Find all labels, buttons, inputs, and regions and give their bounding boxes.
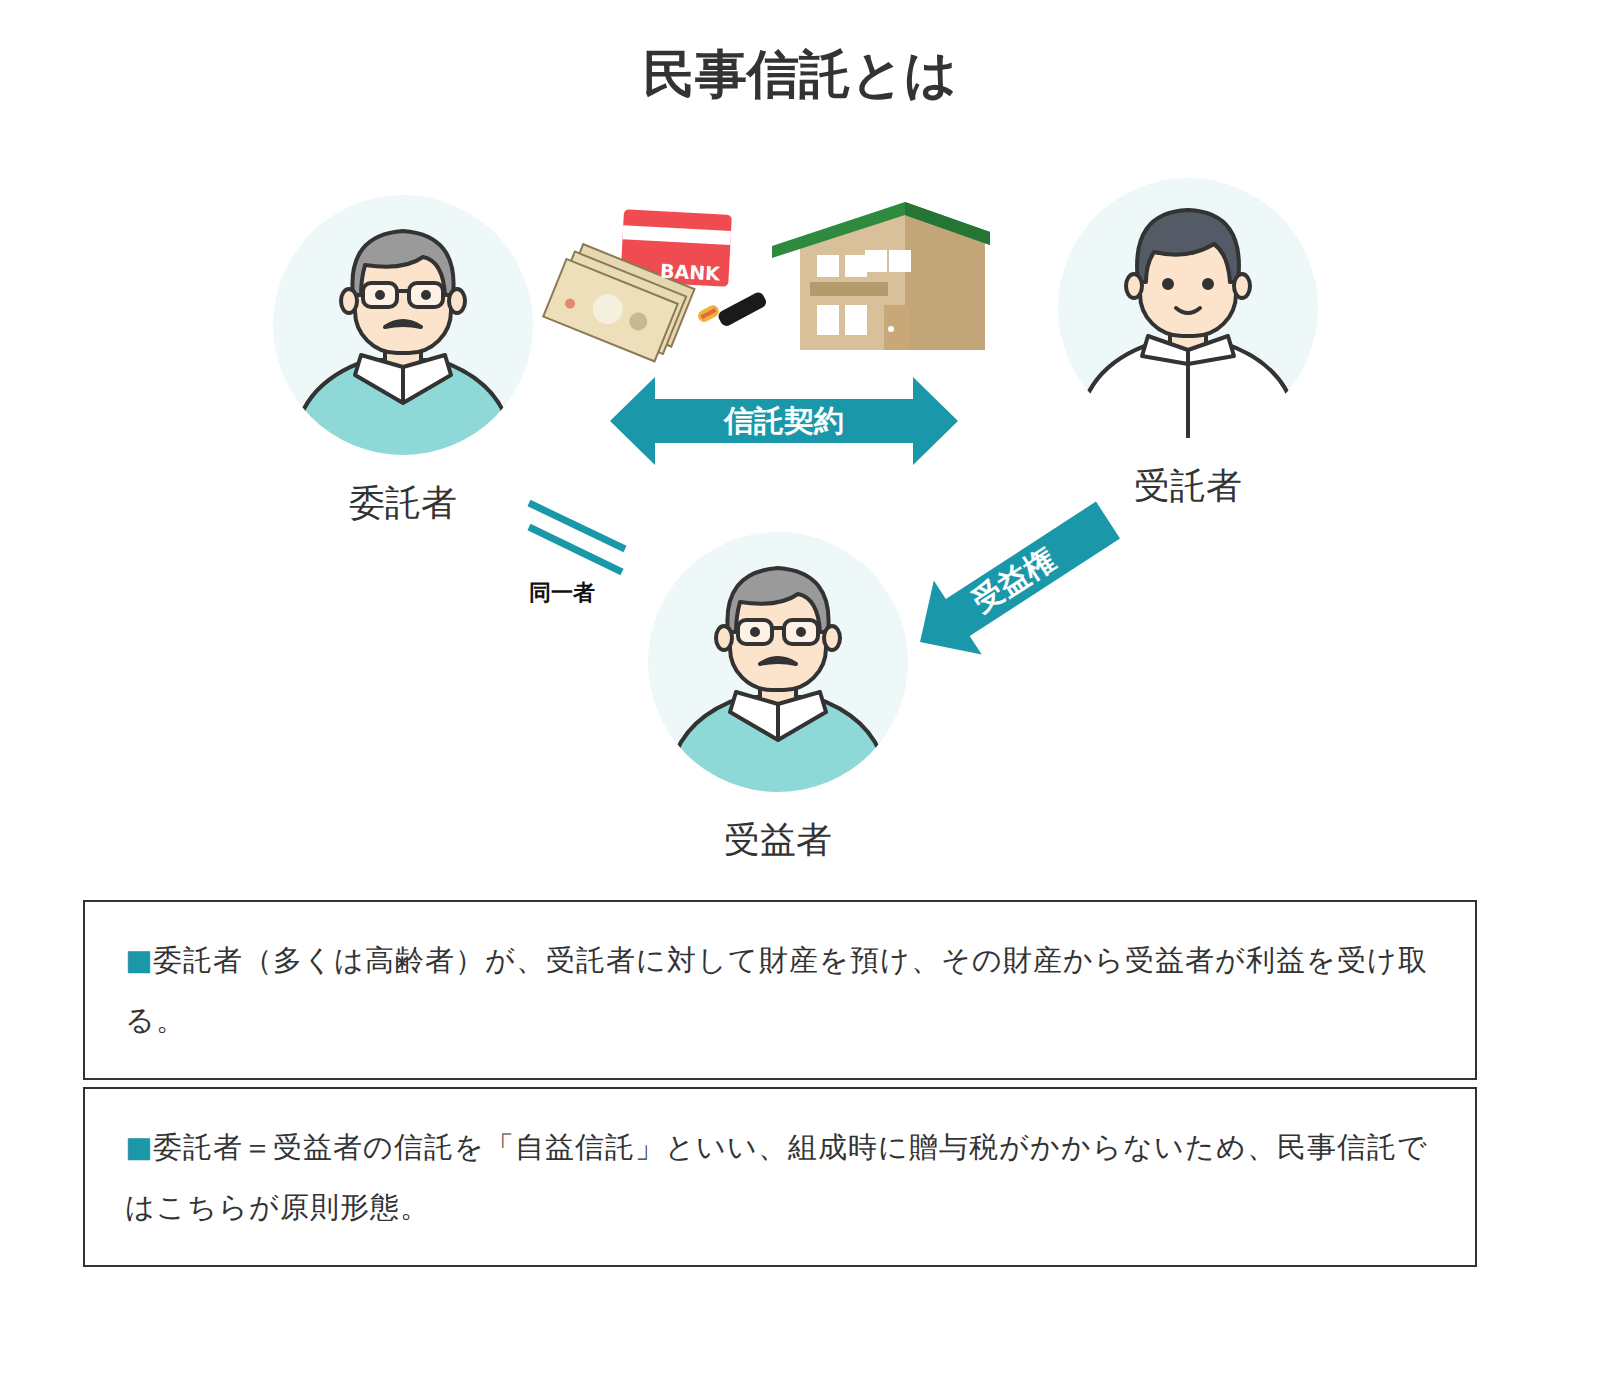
person-node: 受益者 xyxy=(648,532,908,865)
note-box: ■委託者＝受益者の信託を「自益信託」といい、組成時に贈与税がかからないため、民事… xyxy=(83,1087,1477,1267)
same-person-label: 同一者 xyxy=(529,578,595,608)
role-label: 受益者 xyxy=(648,816,908,865)
equal-mark xyxy=(529,503,625,549)
thick-arrow xyxy=(920,502,1120,655)
person-node: 委託者 xyxy=(273,195,533,528)
title: 民事信託とは xyxy=(0,40,1600,110)
note-box: ■委託者（多くは高齢者）が、受託者に対して財産を預け、その財産から受益者が利益を… xyxy=(83,900,1477,1080)
equal-mark xyxy=(529,527,622,572)
house xyxy=(772,202,990,350)
thick-arrow xyxy=(610,377,958,465)
note-text: ■委託者（多くは高齢者）が、受託者に対して財産を預け、その財産から受益者が利益を… xyxy=(125,930,1435,1050)
note-text: ■委託者＝受益者の信託を「自益信託」といい、組成時に贈与税がかからないため、民事… xyxy=(125,1117,1435,1237)
person-node: 受託者 xyxy=(1058,178,1318,511)
arrow-label: 受益権 xyxy=(965,539,1063,622)
card-text: BANK xyxy=(660,259,721,284)
arrow-label: 信託契約 xyxy=(724,401,844,442)
seal xyxy=(696,282,768,337)
role-label: 委託者 xyxy=(273,479,533,528)
person-icon xyxy=(1058,178,1318,438)
person-icon xyxy=(273,195,533,455)
role-label: 受託者 xyxy=(1058,462,1318,511)
person-icon xyxy=(648,532,908,792)
banknotes xyxy=(543,240,694,365)
